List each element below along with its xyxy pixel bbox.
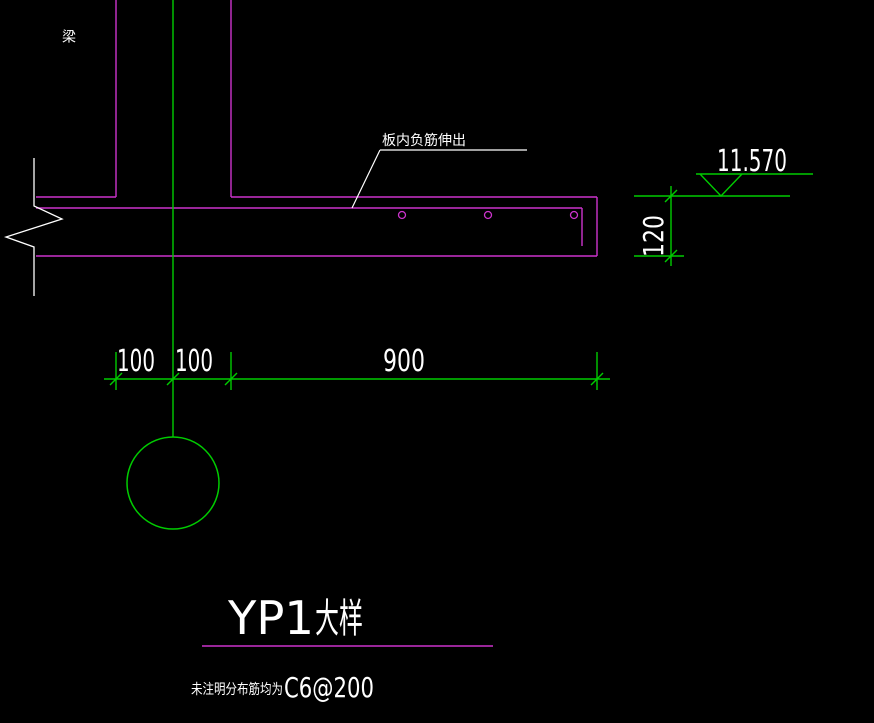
slab-outline <box>36 197 598 257</box>
detail-title-code: YP1 <box>227 591 314 645</box>
thickness-value: 120 <box>637 215 670 257</box>
break-line-symbol <box>3 158 64 296</box>
elevation-value: 11.570 <box>717 144 787 179</box>
leader-line <box>351 149 527 209</box>
rebar-dot <box>569 210 579 220</box>
note-prefix: 未注明分布筋均为 <box>191 681 283 698</box>
note-value: C6@200 <box>284 671 374 704</box>
horizontal-dimension <box>104 352 610 390</box>
dim-label-3: 900 <box>383 344 425 379</box>
detail-title-suffix: 大样 <box>315 596 363 642</box>
rebar-dot <box>483 210 493 220</box>
rebar-dot <box>397 210 407 220</box>
elevation-marker <box>634 173 813 198</box>
beam-outline <box>36 0 597 198</box>
rebar-dots <box>397 210 579 220</box>
dim-label-2: 100 <box>175 344 213 379</box>
axis-bubble <box>126 436 220 530</box>
beam-label: 梁 <box>60 29 76 43</box>
leader-label: 板内负筋伸出 <box>382 132 466 149</box>
thickness-dimension <box>634 186 684 266</box>
dim-label-1: 100 <box>117 344 155 379</box>
